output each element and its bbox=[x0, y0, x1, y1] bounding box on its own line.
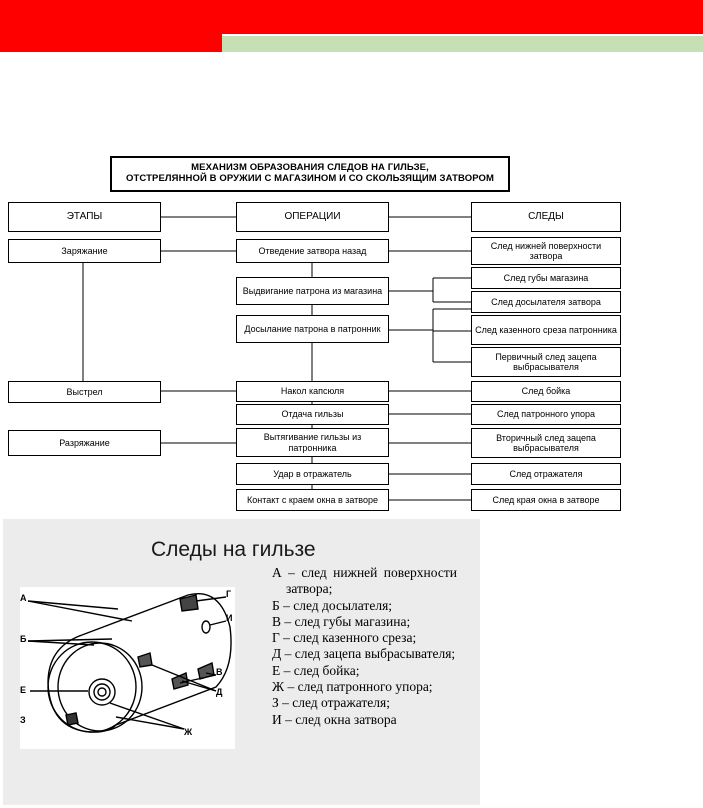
legend-item-A: А – след нижней поверхности затвора; bbox=[272, 565, 457, 597]
flowchart-connectors bbox=[82, 216, 471, 501]
op-bolt-back: Отведение затвора назад bbox=[236, 239, 389, 263]
header-traces: СЛЕДЫ bbox=[471, 202, 621, 232]
op-chambering: Досылание патрона в патронник bbox=[236, 315, 389, 343]
label-A: А bbox=[20, 593, 27, 603]
trace-rammer: След досылателя затвора bbox=[471, 291, 621, 313]
op-cartridge-feed: Выдвигание патрона из магазина bbox=[236, 277, 389, 305]
legend-item-I: И – след окна затвора bbox=[272, 711, 397, 727]
header-red-tab bbox=[0, 34, 222, 52]
trace-magazine-lip: След губы магазина bbox=[471, 267, 621, 289]
header-green-bar bbox=[222, 36, 703, 52]
trace-window-edge: След края окна в затворе bbox=[471, 489, 621, 511]
cartridge-case-illustration: А Б В Г Д Е Ж З И bbox=[20, 587, 235, 749]
cartridge-case-drawing bbox=[27, 593, 232, 733]
stage-loading: Заряжание bbox=[8, 239, 161, 263]
header-stages: ЭТАПЫ bbox=[8, 202, 161, 232]
label-D: Д bbox=[216, 687, 223, 697]
label-I: И bbox=[226, 613, 233, 623]
flowchart: МЕХАНИЗМ ОБРАЗОВАНИЯ СЛЕДОВ НА ГИЛЬЗЕ, О… bbox=[0, 150, 703, 520]
legend-item-Z: З – след отражателя; bbox=[272, 695, 390, 711]
flowchart-title: МЕХАНИЗМ ОБРАЗОВАНИЯ СЛЕДОВ НА ГИЛЬЗЕ, О… bbox=[110, 156, 510, 192]
trace-bolt-face: След нижней поверхности затвора bbox=[471, 237, 621, 265]
legend-item-B: Б – след досылателя; bbox=[272, 597, 393, 613]
traces-legend: А – след нижней поверхности затвора; Б –… bbox=[272, 565, 457, 728]
trace-firing-pin: След бойка bbox=[471, 381, 621, 402]
legend-item-V: В – след губы магазина; bbox=[272, 613, 411, 629]
trace-extractor-secondary: Вторичный след зацепа выбрасывателя bbox=[471, 428, 621, 458]
legend-item-Zh: Ж – след патронного упора; bbox=[272, 679, 433, 695]
label-E: Е bbox=[20, 685, 27, 695]
label-V: В bbox=[216, 667, 223, 677]
op-recoil: Отдача гильзы bbox=[236, 404, 389, 425]
stage-unloading: Разряжание bbox=[8, 430, 161, 456]
trace-extractor-primary: Первичный след зацепа выбрасывателя bbox=[471, 347, 621, 377]
op-extraction: Вытягивание гильзы из патронника bbox=[236, 428, 389, 457]
panel-title: Следы на гильзе bbox=[151, 538, 316, 561]
trace-breech-edge: След казенного среза патронника bbox=[471, 315, 621, 345]
label-G: Г bbox=[226, 589, 232, 599]
label-Z: З bbox=[20, 715, 26, 725]
trace-breech-face: След патронного упора bbox=[471, 404, 621, 425]
legend-item-D: Д – след зацепа выбрасывателя; bbox=[272, 646, 456, 662]
flowchart-title-line2: ОТСТРЕЛЯННОЙ В ОРУЖИИ С МАГАЗИНОМ И СО С… bbox=[125, 173, 495, 184]
label-B: Б bbox=[20, 634, 27, 644]
header-operations: ОПЕРАЦИИ bbox=[236, 202, 389, 232]
stage-firing: Выстрел bbox=[8, 381, 161, 403]
legend-item-G: Г – след казенного среза; bbox=[272, 630, 417, 646]
label-Zh: Ж bbox=[184, 727, 193, 737]
op-window-contact: Контакт с краем окна в затворе bbox=[236, 489, 389, 511]
flowchart-title-line1: МЕХАНИЗМ ОБРАЗОВАНИЯ СЛЕДОВ НА ГИЛЬЗЕ, bbox=[191, 162, 429, 174]
trace-ejector: След отражателя bbox=[471, 463, 621, 485]
legend-item-E: Е – след бойка; bbox=[272, 662, 360, 678]
op-primer-strike: Накол капсюля bbox=[236, 381, 389, 402]
op-ejector-hit: Удар в отражатель bbox=[236, 463, 389, 485]
header-red-bar bbox=[0, 0, 703, 34]
